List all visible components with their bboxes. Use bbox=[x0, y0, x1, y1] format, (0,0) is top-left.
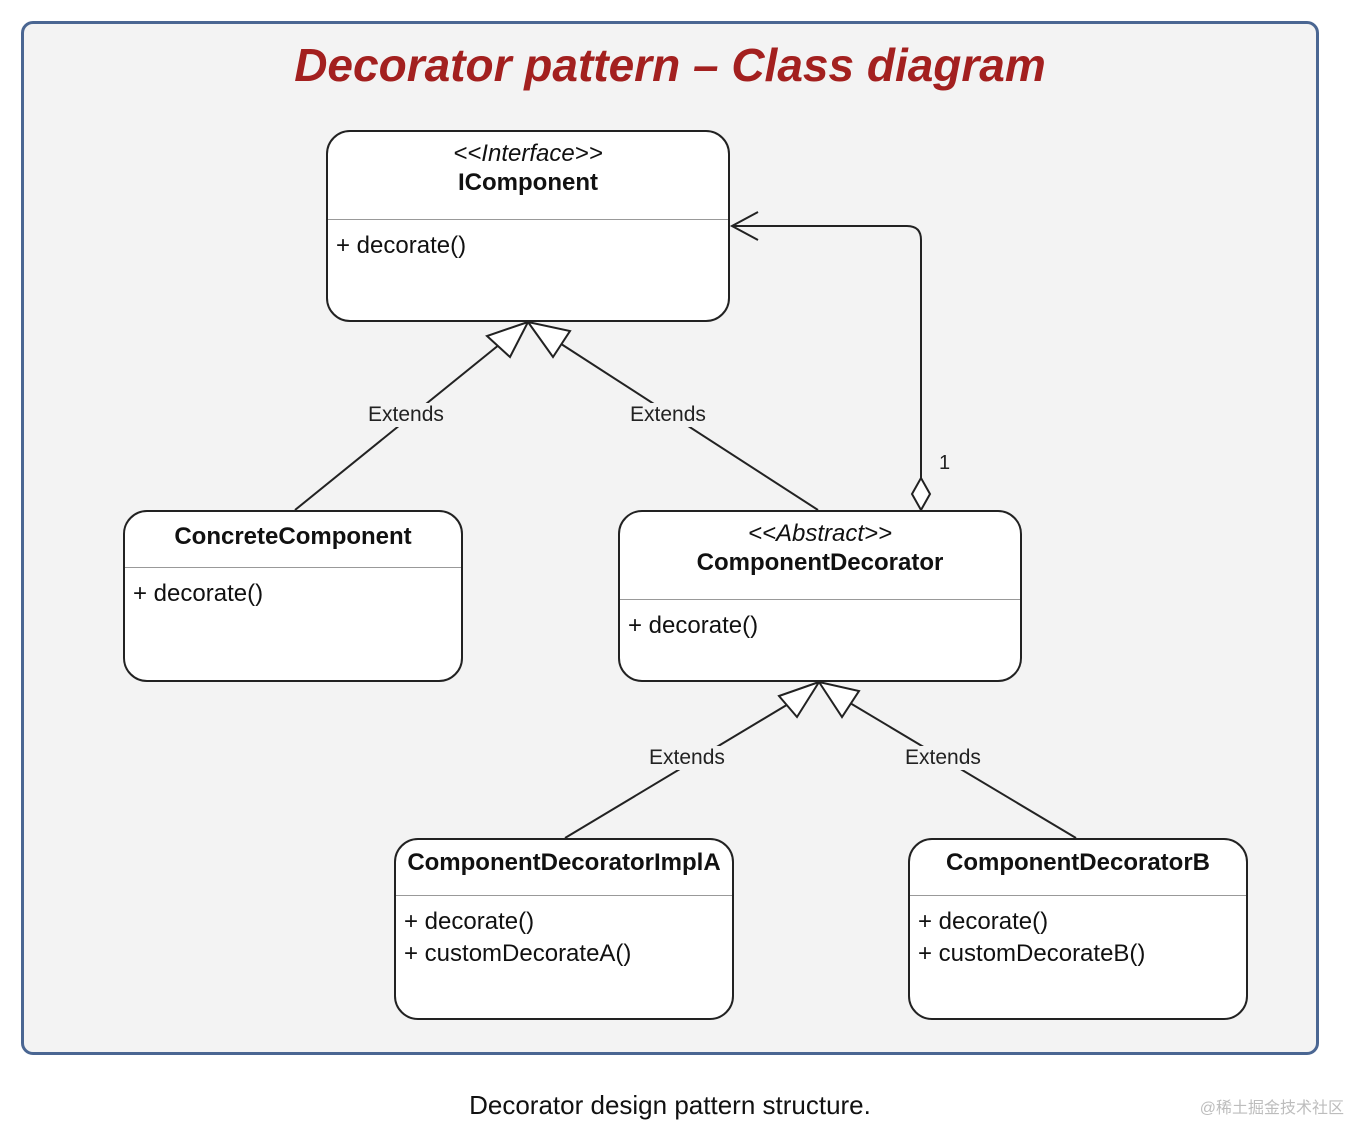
class-decorator-implB[interactable]: ComponentDecoratorB + decorate() + custo… bbox=[908, 838, 1248, 1020]
edge-label-extends-concrete: Extends bbox=[366, 403, 446, 427]
generalization-arrow-concrete bbox=[485, 320, 531, 359]
class-concrete-component[interactable]: ConcreteComponent + decorate() bbox=[123, 510, 463, 682]
class-name-decorator: ComponentDecorator bbox=[696, 549, 944, 576]
class-name-implA: ComponentDecoratorImplA bbox=[407, 849, 721, 876]
figure-caption: Decorator design pattern structure. bbox=[469, 1090, 871, 1120]
class-icomponent-header: <<Interface>> IComponent bbox=[328, 132, 728, 220]
class-name-implB: ComponentDecoratorB bbox=[945, 849, 1210, 876]
class-implA-header: ComponentDecoratorImplA bbox=[396, 840, 732, 896]
method-implA-decorate: + decorate() bbox=[404, 908, 535, 935]
class-decorator-methods: + decorate() bbox=[620, 600, 1020, 652]
method-concrete-decorate: + decorate() bbox=[133, 580, 264, 607]
class-implB-methods: + decorate() + customDecorateB() bbox=[910, 896, 1246, 980]
edge-label-extends-implA: Extends bbox=[647, 746, 727, 770]
class-concrete-header: ConcreteComponent bbox=[125, 512, 461, 568]
method-implB-decorate: + decorate() bbox=[918, 908, 1049, 935]
class-icomponent[interactable]: <<Interface>> IComponent + decorate() bbox=[326, 130, 730, 322]
class-implA-methods: + decorate() + customDecorateA() bbox=[396, 896, 732, 980]
aggregation-multiplicity: 1 bbox=[939, 452, 951, 474]
watermark: @稀土掘金技术社区 bbox=[1199, 1100, 1344, 1117]
stereotype-interface: <<Interface>> bbox=[453, 140, 603, 167]
generalization-arrow-implB bbox=[816, 680, 861, 719]
class-icomponent-methods: + decorate() bbox=[328, 220, 728, 272]
generalization-arrow-implA bbox=[777, 680, 822, 719]
class-name-icomponent: IComponent bbox=[458, 169, 598, 196]
class-decorator-implA[interactable]: ComponentDecoratorImplA + decorate() + c… bbox=[394, 838, 734, 1020]
class-component-decorator[interactable]: <<Abstract>> ComponentDecorator + decora… bbox=[618, 510, 1022, 682]
class-concrete-methods: + decorate() bbox=[125, 568, 461, 620]
edge-aggregation bbox=[732, 225, 922, 484]
method-decorator-decorate: + decorate() bbox=[628, 612, 759, 639]
diagram-title: Decorator pattern – Class diagram bbox=[294, 39, 1046, 91]
class-implB-header: ComponentDecoratorB bbox=[910, 840, 1246, 896]
class-name-concrete: ConcreteComponent bbox=[174, 523, 412, 550]
method-implB-customDecorateB: + customDecorateB() bbox=[918, 940, 1146, 967]
edge-label-extends-decorator: Extends bbox=[628, 403, 708, 427]
generalization-arrow-decorator bbox=[525, 320, 572, 359]
edge-label-extends-implB: Extends bbox=[903, 746, 983, 770]
aggregation-arrowhead bbox=[729, 211, 759, 241]
class-decorator-header: <<Abstract>> ComponentDecorator bbox=[620, 512, 1020, 600]
aggregation-diamond bbox=[910, 475, 932, 513]
method-icomponent-decorate: + decorate() bbox=[336, 232, 467, 259]
stereotype-abstract: <<Abstract>> bbox=[747, 520, 893, 547]
method-implA-customDecorateA: + customDecorateA() bbox=[404, 940, 632, 967]
